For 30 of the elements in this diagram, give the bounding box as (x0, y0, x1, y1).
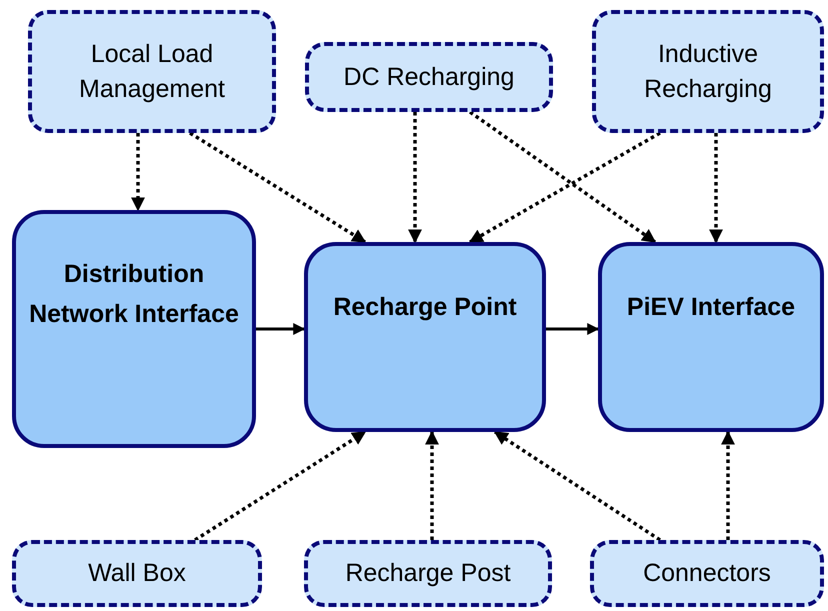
option-box (304, 540, 552, 607)
arrow (408, 112, 422, 244)
component-box (12, 210, 256, 448)
arrow (189, 132, 366, 244)
arrow (494, 430, 661, 542)
arrow (131, 133, 145, 212)
box-label: Distribution Network Interface (28, 258, 240, 330)
arrow (469, 110, 656, 244)
box-label: Inductive Recharging (643, 38, 773, 104)
arrow (721, 430, 735, 540)
option-box (12, 540, 262, 607)
box-label: Recharge Post (344, 558, 512, 589)
box-label: Recharge Point (332, 292, 518, 323)
box-label: Local Load Management (78, 38, 226, 104)
option-box (592, 10, 824, 133)
box-label: Connectors (642, 558, 772, 589)
arrow (256, 323, 306, 335)
box-label: DC Recharging (342, 62, 516, 92)
option-box (28, 10, 276, 133)
option-box (590, 540, 824, 607)
box-label: Wall Box (87, 558, 187, 589)
arrow (468, 131, 661, 244)
arrow (546, 323, 600, 335)
component-box (304, 242, 546, 432)
arrow (709, 133, 723, 244)
box-label: PiEV Interface (626, 292, 796, 323)
arrow (425, 430, 439, 540)
arrow (194, 430, 366, 542)
component-box (598, 242, 824, 432)
option-box (305, 42, 553, 112)
